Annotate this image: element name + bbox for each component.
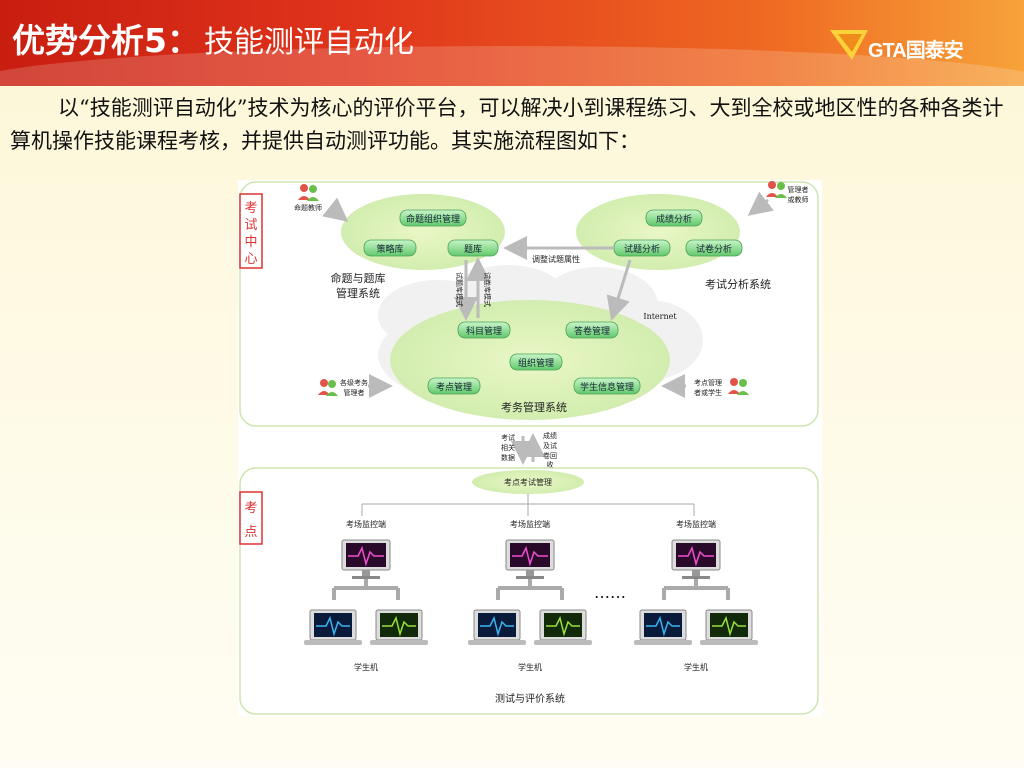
exam-center-char: 试 [244,218,257,233]
cyl-question-analysis: 试题分析 [613,239,671,257]
right-manager-label: 者或学生 [694,388,722,397]
cyl-question-org: 命题组织管理 [399,209,467,227]
admin-system-title: 考务管理系统 [501,400,567,414]
svg-text:命题组织管理: 命题组织管理 [406,213,460,225]
slide-title: 优势分析5：技能测评自动化 [12,14,414,62]
exam-site-char: 点 [244,525,257,540]
adjust-label: 调整试题属性 [532,254,580,264]
svg-text:考点管理: 考点管理 [436,381,472,393]
flow-down-label: 考试 [501,433,515,442]
question-system-title: 管理系统 [336,286,380,300]
flow-down-label: 数据 [501,453,515,462]
monitor-label: 考场监控端 [510,519,550,529]
analysis-system-ellipse [576,194,740,270]
more-ellipsis: …… [594,583,626,602]
cyl-subject: 科目管理 [457,321,511,339]
exam-site-panel [239,467,819,715]
right-manager-label: 考点管理 [694,378,722,387]
svg-text:组织管理: 组织管理 [518,357,554,369]
manager-teacher-label: 管理者 [788,185,809,194]
left-manager-icon [318,379,338,396]
question-system-title: 命题与题库 [331,271,386,285]
monitor-column-2: 考场监控端 学生机 [468,519,592,672]
exam-center-char: 考 [244,201,257,216]
cyl-paper-analysis: 试卷分析 [685,239,743,257]
logo-text: GTA国泰安 [868,40,964,62]
svg-text:试题分析: 试题分析 [624,243,660,255]
intro-paragraph: 以“技能测评自动化”技术为核心的评价平台，可以解决小到课程练习、大到全校或地区性… [10,96,1004,153]
cyl-answer: 答卷管理 [565,321,619,339]
manager-teacher-label: 或教师 [788,195,809,204]
gta-logo: GTA国泰安 [828,26,988,66]
exam-center-char: 中 [244,235,257,250]
flow-up-label: 及试 [543,441,557,450]
flow-arrows [322,191,774,465]
question-teacher-icon [298,184,319,201]
monitor-column-1: 考场监控端 学生机 [304,519,428,672]
exam-site-char: 考 [244,501,257,516]
monitor-label: 考场监控端 [676,519,716,529]
svg-text:成绩分析: 成绩分析 [656,213,692,225]
right-manager-icon [728,378,749,395]
flow-up-label: 收 [547,460,554,469]
exam-center-tag [239,193,263,269]
cyl-organization: 组织管理 [509,353,563,371]
exam-center-char: 心 [244,252,257,267]
student-label: 学生机 [684,662,708,672]
question-teacher-label: 命题教师 [294,203,322,212]
vertical-label-question-mode: 试题库模式 [455,272,464,307]
monitor-column-3: 考场监控端 学生机 [634,519,758,672]
site-exam-manage-ellipse [472,470,584,494]
question-system-ellipse [341,194,505,270]
left-manager-label: 各级考务 [340,378,368,387]
title-main: 优势分析5： [12,21,200,60]
svg-text:试卷分析: 试卷分析 [696,243,732,255]
student-label: 学生机 [518,662,542,672]
title-sub: 技能测评自动化 [203,25,414,60]
internet-label: Internet [643,312,677,321]
test-system-title: 测试与评价系统 [495,692,565,705]
analysis-system-title: 考试分析系统 [705,277,771,291]
manager-teacher-icon [766,181,787,198]
cyl-score-analysis: 成绩分析 [645,209,703,227]
left-manager-label: 管理者 [344,388,365,397]
flow-down-label: 相关 [501,443,515,452]
flow-diagram: 考 试 中 心 命题组织管理 策略库 题库 成绩分析 试题分析 试卷分析 [238,180,822,716]
monitor-label: 考场监控端 [346,519,386,529]
site-network-lines [361,494,695,516]
cyl-student-info: 学生信息管理 [573,377,641,395]
exam-site-tag [239,491,263,545]
cyl-question-bank: 题库 [447,239,499,257]
svg-text:学生信息管理: 学生信息管理 [580,381,634,393]
flow-up-label: 卷回 [543,451,557,460]
flow-up-label: 成绩 [543,431,557,440]
logo-chevron-icon [830,30,868,60]
svg-text:策略库: 策略库 [376,243,403,255]
site-exam-manage-label: 考点考试管理 [504,477,552,487]
cyl-site: 考点管理 [427,377,481,395]
svg-text:答卷管理: 答卷管理 [574,325,610,337]
cyl-strategy: 策略库 [363,239,417,257]
svg-text:科目管理: 科目管理 [466,325,502,337]
slide-header: 优势分析5：技能测评自动化 GTA国泰安 [0,0,1024,86]
student-label: 学生机 [354,662,378,672]
svg-text:题库: 题库 [464,243,482,255]
vertical-label-paper-mode: 试卷库模式 [483,272,492,307]
